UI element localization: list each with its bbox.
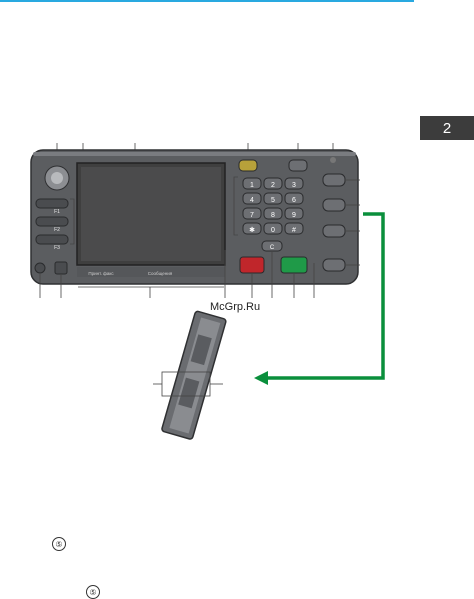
keypad-key[interactable] xyxy=(284,207,304,220)
bottom-callouts xyxy=(39,250,315,298)
start-button xyxy=(280,256,308,274)
screen-footer-left: Принт. факс xyxy=(88,271,114,276)
keypad-key[interactable] xyxy=(263,192,283,205)
footnote-marker-2: ⑤ xyxy=(86,585,100,599)
reset-button xyxy=(288,159,308,172)
top-rule xyxy=(0,0,414,2)
energy-saver-button xyxy=(34,262,46,274)
watermark: McGrp.Ru xyxy=(210,301,261,313)
keypad-key-label: 8 xyxy=(271,212,275,219)
keypad-key-label: 7 xyxy=(250,212,254,219)
keypad-key-label: 6 xyxy=(292,197,296,204)
keypad-key-label: # xyxy=(292,227,296,234)
function-key-label-3: F3 xyxy=(54,245,60,251)
numeric-keypad: 1 2 3 4 5 6 7 8 9 ✱ 0 # xyxy=(242,177,304,235)
keypad-key-label: 9 xyxy=(292,212,296,219)
clear-key-label: C xyxy=(270,245,275,251)
check-status-button xyxy=(238,159,258,172)
f3-key xyxy=(35,234,69,245)
keypad-key-label: 2 xyxy=(271,182,275,189)
keypad-key[interactable] xyxy=(263,222,283,235)
keypad-key-label: ✱ xyxy=(249,226,255,234)
direction-arrow xyxy=(266,212,385,380)
chapter-tab: 2 xyxy=(420,116,474,140)
main-power-indicator xyxy=(330,157,336,163)
keypad-key[interactable] xyxy=(242,207,262,220)
function-key-group xyxy=(35,198,69,245)
keypad-key[interactable] xyxy=(242,192,262,205)
function-key-label-2: F2 xyxy=(54,227,60,233)
keypad-key[interactable] xyxy=(284,222,304,235)
f1-key xyxy=(35,198,69,209)
keypad-key[interactable] xyxy=(263,177,283,190)
keypad-key-label: 5 xyxy=(271,197,275,204)
screen-footer-center: Сообщения xyxy=(148,271,173,276)
stop-button xyxy=(239,256,265,274)
f2-key xyxy=(35,216,69,227)
keypad-key[interactable] xyxy=(242,177,262,190)
keypad-key-label: 1 xyxy=(250,182,254,189)
user-tools-button xyxy=(54,261,68,275)
keypad-key-label: 0 xyxy=(271,227,275,234)
keypad-key[interactable] xyxy=(242,222,262,235)
panel-side-view xyxy=(161,310,227,440)
keypad-key-label: 3 xyxy=(292,182,296,189)
function-key-label-1: F1 xyxy=(54,209,60,215)
side-view-callout xyxy=(153,371,223,397)
footnote-marker-1: ⑤ xyxy=(52,537,66,551)
screen-footer-bar xyxy=(77,267,225,277)
keypad-key-label: 4 xyxy=(250,197,254,204)
keypad-key[interactable] xyxy=(263,207,283,220)
keypad-key[interactable] xyxy=(284,192,304,205)
keypad-key[interactable] xyxy=(284,177,304,190)
